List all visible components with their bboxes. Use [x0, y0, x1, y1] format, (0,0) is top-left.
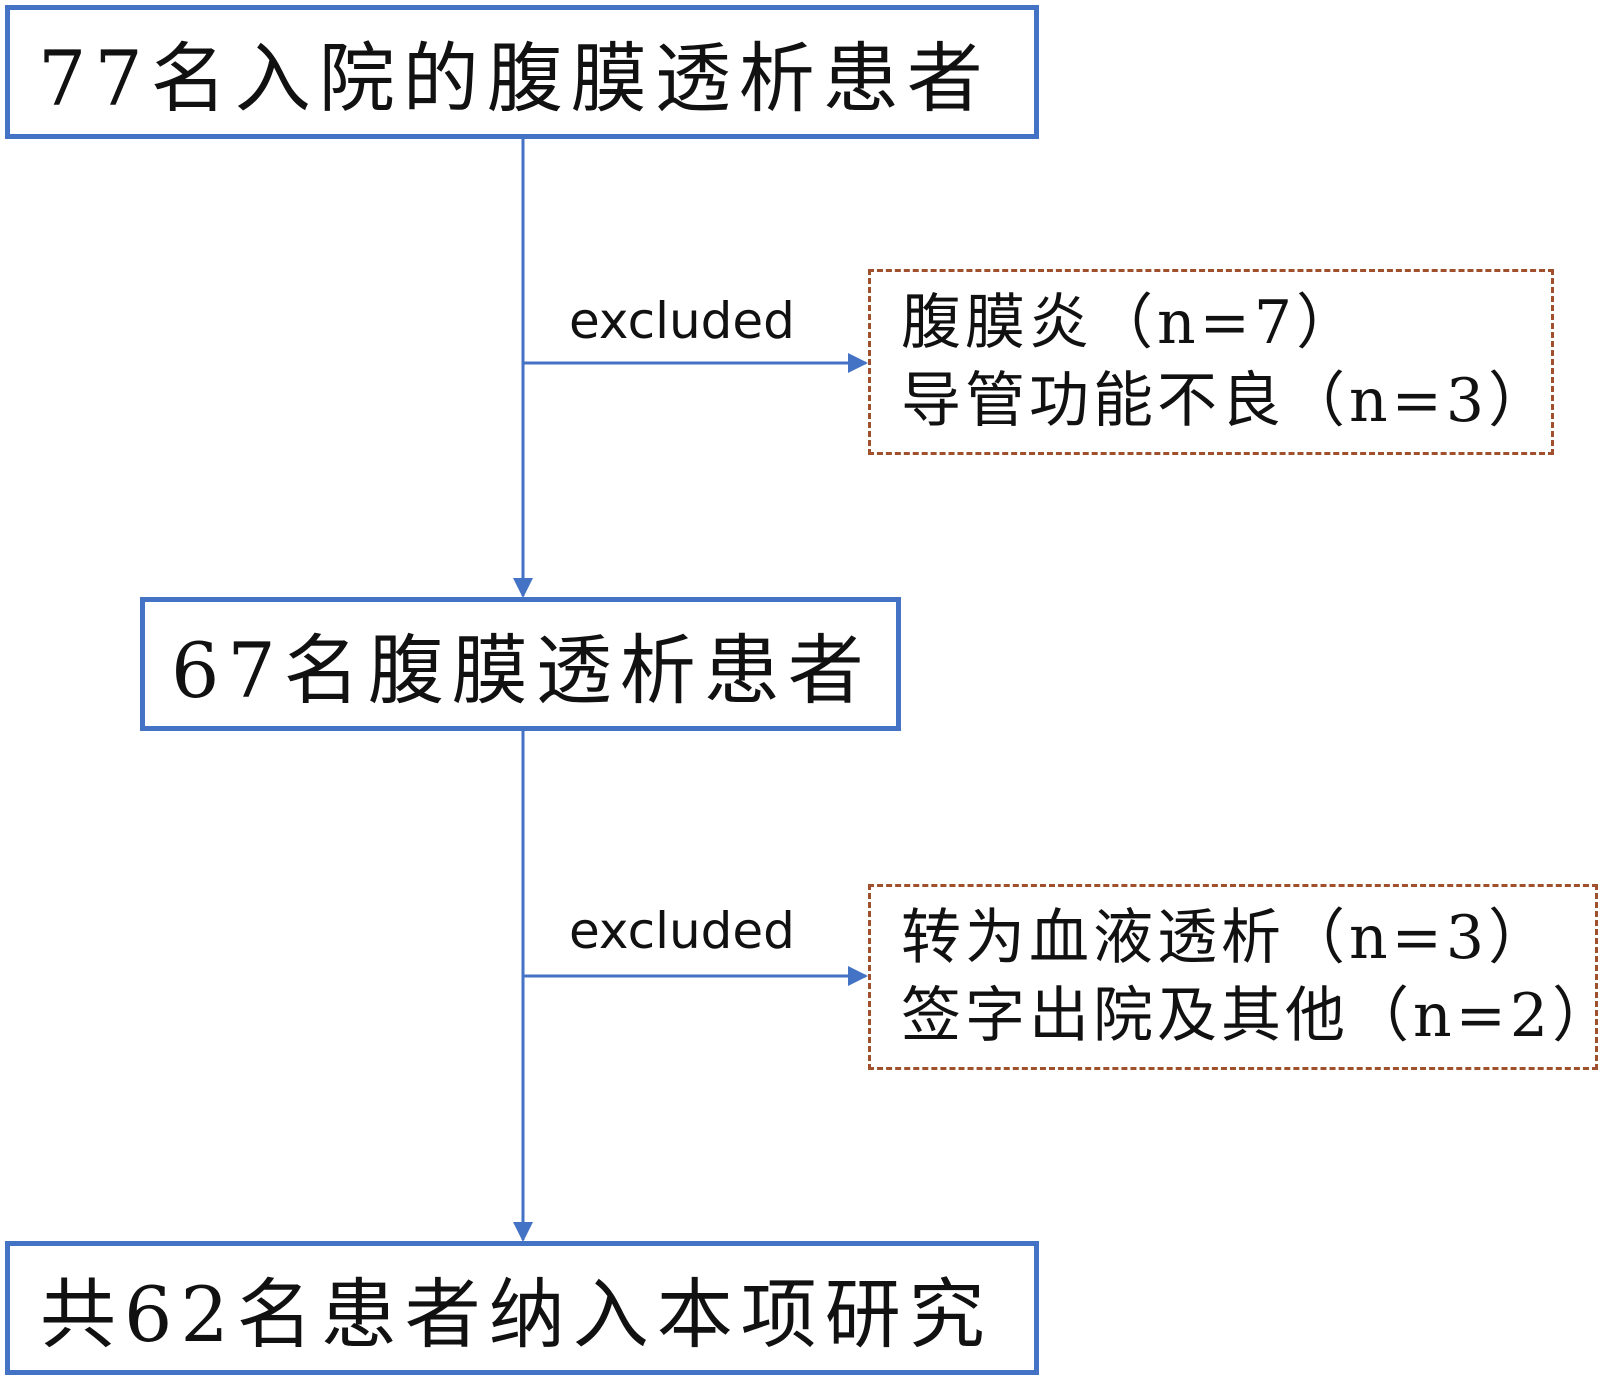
first-exclusion-box: 腹膜炎（n=7） 导管功能不良（n=3） — [868, 269, 1554, 455]
included-patients-box: 共62名患者纳入本项研究 — [5, 1241, 1039, 1375]
second-exclusion-box: 转为血液透析（n=3） 签字出院及其他（n=2） — [868, 884, 1600, 1070]
second-exclusion-reason: 签字出院及其他（n=2） — [901, 981, 1600, 1051]
first-exclusion-reason: 导管功能不良（n=3） — [901, 366, 1553, 436]
first-exclusion-label: excluded — [569, 292, 795, 350]
admitted-patients-text: 77名入院的腹膜透析患者 — [38, 34, 991, 123]
second-exclusion-reason: 转为血液透析（n=3） — [901, 903, 1553, 973]
first-exclusion-reason: 腹膜炎（n=7） — [901, 288, 1361, 358]
admitted-patients-box: 77名入院的腹膜透析患者 — [5, 5, 1039, 139]
pd-patients-box: 67名腹膜透析患者 — [140, 597, 901, 731]
pd-patients-text: 67名腹膜透析患者 — [171, 626, 872, 715]
included-patients-text: 共62名患者纳入本项研究 — [40, 1270, 993, 1359]
second-exclusion-label: excluded — [569, 902, 795, 960]
